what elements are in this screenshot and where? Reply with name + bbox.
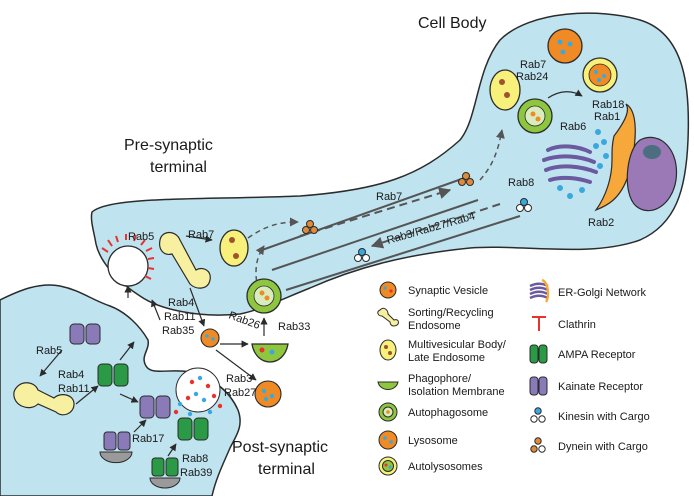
- anterograde-arrow: [370, 203, 501, 249]
- clathrin-coat: [101, 234, 155, 280]
- heading-post-synaptic-1: Post-synaptic: [232, 439, 328, 456]
- er-body: [594, 103, 636, 212]
- nucleus: [626, 136, 678, 212]
- label-rab11-pre: Rab11: [164, 311, 196, 323]
- legend-label: Lysosome: [408, 435, 458, 447]
- legend-label: Multivesicular Body/: [408, 339, 507, 351]
- synaptic-vesicle-icon: [379, 281, 397, 299]
- autolysosome-icon: [378, 456, 398, 476]
- label-rab5-post: Rab5: [36, 345, 62, 357]
- legend-label: Kinesin with Cargo: [558, 411, 650, 423]
- clathrin-pit: [107, 245, 149, 287]
- label-rab7-pre: Rab7: [188, 229, 214, 241]
- label-rab39: Rab39: [180, 467, 212, 479]
- neurotransmitter: [173, 375, 223, 417]
- dynein-icon: [530, 437, 546, 453]
- ampa-receptor-icon: [529, 344, 548, 364]
- kainate-receptor-post-1: [69, 323, 101, 345]
- lysosome-body: [547, 28, 583, 64]
- label-rab33: Rab33: [278, 321, 310, 333]
- er-golgi-body: [542, 144, 598, 184]
- label-rab18: Rab18: [592, 99, 624, 111]
- er-golgi-icon: [529, 278, 550, 303]
- legend-label: ER-Golgi Network: [558, 287, 647, 299]
- label-rab11-post: Rab11: [58, 383, 90, 395]
- multivesicular-body-icon: [379, 339, 397, 361]
- legend-label: Clathrin: [558, 319, 596, 331]
- dynein-axon-2: [302, 220, 318, 234]
- autophagosome-icon: [378, 402, 398, 422]
- label-rab17: Rab17: [132, 433, 164, 445]
- synaptic-vesicle-pre-1: [200, 328, 220, 348]
- label-rab6: Rab6: [560, 121, 586, 133]
- heading-post-synaptic-2: terminal: [258, 461, 315, 478]
- legend-label: Isolation Membrane: [408, 386, 505, 398]
- legend-label: Kainate Receptor: [558, 381, 643, 393]
- postsynaptic-outline: [0, 284, 241, 496]
- rab7-retrograde-arrow: [299, 187, 452, 237]
- label-rab27: Rab27: [224, 387, 256, 399]
- heading-pre-synaptic-1: Pre-synaptic: [124, 137, 213, 154]
- label-rab7-body: Rab7: [520, 59, 546, 71]
- ampa-receptor-post-3: [149, 457, 181, 489]
- phagophore-icon: [377, 381, 399, 390]
- legend-label: Endosome: [408, 320, 461, 332]
- kinesin-axon-2: [354, 248, 370, 262]
- dynein-axon-1: [458, 172, 474, 186]
- legend-label: Synaptic Vesicle: [408, 285, 488, 297]
- legend-label: AMPA Receptor: [558, 349, 636, 361]
- label-rab3: Rab3: [226, 373, 252, 385]
- label-rab2: Rab2: [588, 217, 614, 229]
- legend: Synaptic VesicleSorting/RecyclingEndosom…: [377, 278, 650, 476]
- synaptic-vesicle-pre-2: [254, 380, 282, 408]
- label-rab1: Rab1: [594, 111, 620, 123]
- ampa-receptor-post-2: [177, 417, 209, 441]
- ampa-receptor-post-1: [97, 363, 129, 387]
- label-rab24: Rab24: [516, 71, 548, 83]
- mvb-body: [489, 69, 521, 111]
- sorting-endosome-post: [13, 382, 75, 416]
- microtubule-tracks: [261, 175, 521, 291]
- kinesin-axon-1: [516, 198, 532, 212]
- sorting-endosome-pre: [159, 231, 211, 289]
- label-rab8-post: Rab8: [182, 453, 208, 465]
- heading-pre-synaptic-2: terminal: [150, 159, 207, 176]
- label-rab4-post: Rab4: [58, 369, 84, 381]
- mvb-pre: [219, 229, 249, 267]
- kinesin-icon: [530, 407, 546, 423]
- rab7-body-dashed: [479, 129, 505, 181]
- legend-label: Phagophore/: [408, 373, 472, 385]
- label-rab7-axon: Rab7: [376, 191, 402, 203]
- lysosome-icon: [378, 430, 398, 450]
- sorting-endosome-icon: [377, 307, 399, 327]
- kainate-receptor-post-2: [139, 395, 171, 419]
- legend-label: Autophagosome: [408, 407, 488, 419]
- kainate-receptor-icon: [529, 376, 548, 396]
- legend-label: Sorting/Recycling: [408, 307, 494, 319]
- label-rab8-body: Rab8: [508, 177, 534, 189]
- label-rab4-pre: Rab4: [168, 297, 194, 309]
- clathrin-icon: [532, 316, 546, 331]
- kainate-receptor-post-3: [99, 431, 133, 464]
- legend-label: Dynein with Cargo: [558, 441, 648, 453]
- label-rab5-pre: Rab5: [128, 231, 154, 243]
- heading-cell-body: Cell Body: [418, 15, 486, 32]
- legend-label: Autolysosomes: [408, 461, 483, 473]
- rab7-pre-dashed: [247, 217, 299, 239]
- legend-label: Late Endosome: [408, 352, 485, 364]
- synaptic-cleft: [175, 367, 221, 413]
- label-rab35: Rab35: [162, 325, 194, 337]
